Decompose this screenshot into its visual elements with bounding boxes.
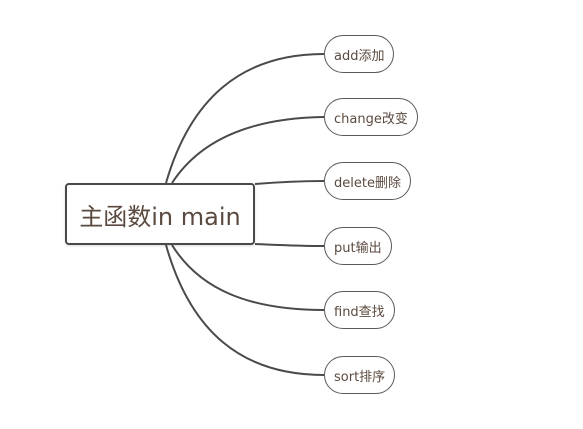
branch-node-label: find查找 [334, 304, 385, 320]
branch-node-change[interactable]: change改变 [324, 98, 418, 136]
root-node-main[interactable]: 主函数in main [65, 183, 255, 245]
branch-node-label: change改变 [334, 111, 408, 127]
root-node-label: 主函数in main [79, 202, 241, 231]
branch-node-delete[interactable]: delete删除 [324, 162, 411, 200]
connector-change [171, 116, 325, 184]
branch-node-add[interactable]: add添加 [324, 35, 395, 73]
connector-delete [254, 180, 325, 185]
branch-node-label: delete删除 [334, 175, 401, 191]
branch-node-label: put输出 [334, 240, 382, 256]
connector-sort [165, 244, 325, 376]
connector-put [254, 243, 325, 247]
connector-add [165, 53, 325, 184]
connector-find [171, 244, 325, 311]
branch-node-put[interactable]: put输出 [324, 227, 392, 265]
branch-node-find[interactable]: find查找 [324, 291, 395, 329]
branch-node-label: sort排序 [334, 369, 386, 385]
branch-node-sort[interactable]: sort排序 [324, 356, 396, 394]
branch-node-label: add添加 [334, 48, 385, 64]
